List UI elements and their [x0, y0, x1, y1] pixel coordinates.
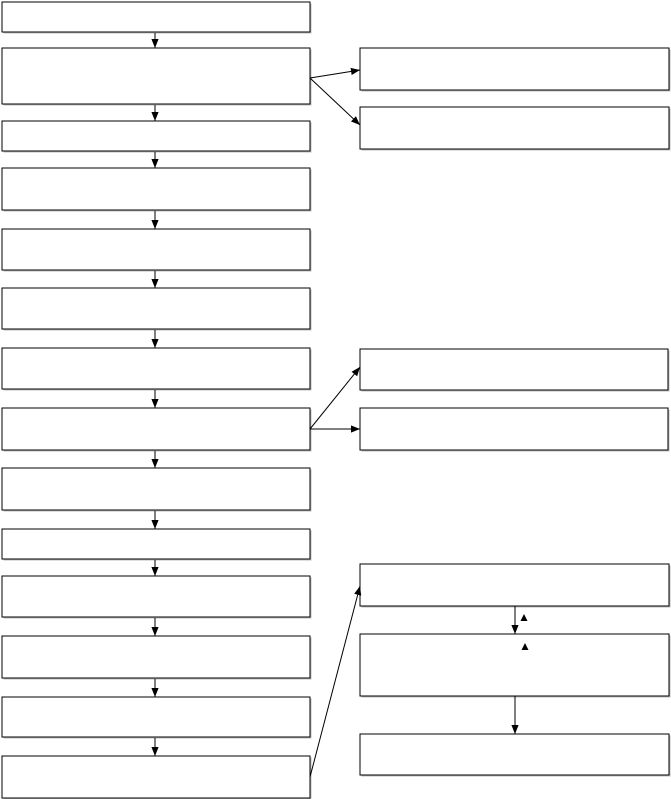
connector-m2-m3-arrowhead: [151, 112, 159, 121]
step-box-m14: [1, 755, 311, 799]
connector-m7-m8-arrowhead: [151, 399, 159, 408]
connector-m8-m9-arrowhead: [151, 459, 159, 468]
side-box-s2: [359, 106, 670, 150]
connector-m14-s5-arrowhead: [354, 586, 362, 596]
connector-m1-m2-arrowhead: [151, 39, 159, 48]
connector-m6-m7-arrowhead: [151, 339, 159, 348]
step-box-m13: [1, 696, 311, 738]
side-box-s7: [359, 733, 670, 776]
connector-s5-s6-arrowhead: [511, 625, 519, 634]
connector-m14-s5-line: [309, 585, 361, 778]
step-box-m1: [1, 1, 311, 33]
connector-s6-s7-arrowhead: [511, 725, 519, 734]
connector-m12-m13-arrowhead: [151, 688, 159, 697]
connector-m9-m10-arrowhead: [151, 520, 159, 529]
connector-m4-m5-arrowhead: [151, 220, 159, 229]
step-box-m6: [1, 287, 311, 330]
connector-m2-s2-arrowhead: [350, 116, 360, 125]
connector-m10-m11-arrowhead: [151, 567, 159, 576]
connector-m2-s1-arrowhead: [350, 67, 360, 75]
step-box-m12: [1, 635, 311, 679]
step-box-m10: [1, 528, 311, 560]
connector-m11-m12-arrowhead: [151, 627, 159, 636]
connector-m8-s3-arrowhead: [351, 367, 360, 377]
side-box-s1: [359, 47, 670, 91]
step-box-m3: [1, 120, 311, 152]
step-box-m5: [1, 228, 311, 271]
connector-m5-m6-arrowhead: [151, 279, 159, 288]
connector-m2-s2-line: [309, 77, 361, 126]
side-box-s6: [359, 633, 670, 697]
step-box-m9: [1, 467, 311, 511]
connector-m13-m14-arrowhead: [151, 747, 159, 756]
connector-m8-s3-line: [309, 366, 361, 430]
stray-up-arrowhead-1: [520, 614, 528, 621]
connector-m3-m4-arrowhead: [151, 159, 159, 168]
connector-m8-s4-arrowhead: [351, 425, 360, 433]
step-box-m2: [1, 47, 311, 105]
step-box-m8: [1, 407, 311, 451]
stray-up-arrowhead-2: [521, 643, 529, 650]
step-box-m7: [1, 347, 311, 390]
side-box-s3: [359, 348, 669, 391]
step-box-m4: [1, 167, 311, 211]
side-box-s5: [359, 563, 670, 607]
side-box-s4: [359, 407, 669, 451]
step-box-m11: [1, 575, 311, 618]
